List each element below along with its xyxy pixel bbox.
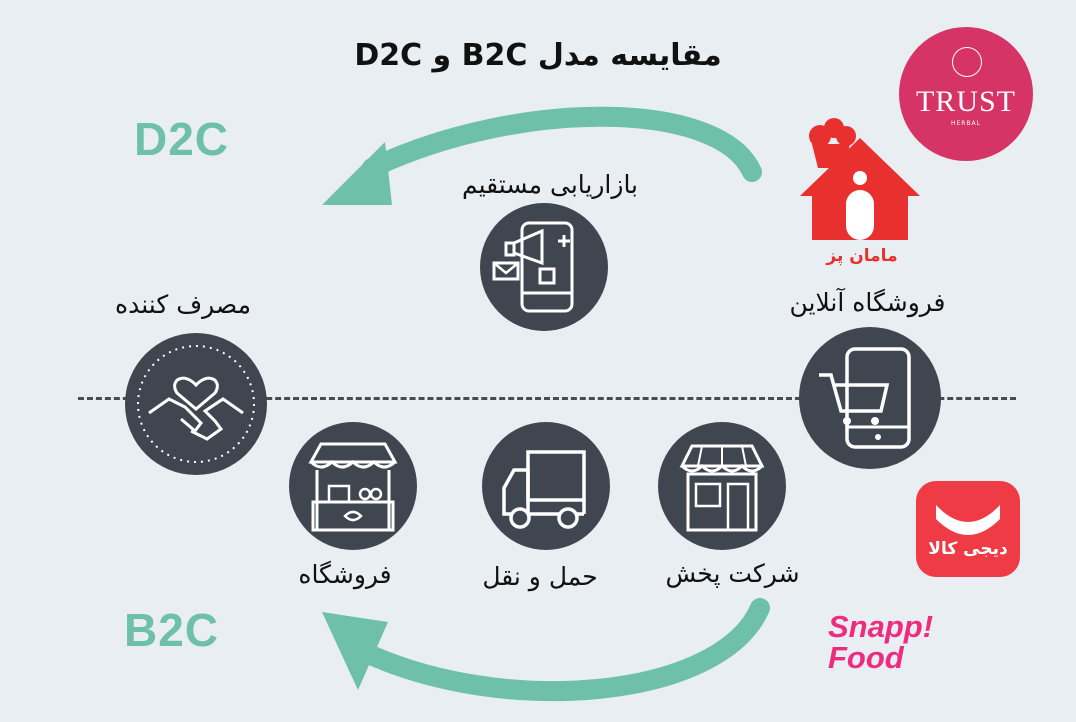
transport-node	[482, 422, 610, 550]
chef-house-icon	[800, 118, 920, 240]
trust-mark-icon	[952, 47, 982, 77]
megaphone-phone-icon	[492, 221, 574, 313]
distribution-label: شرکت پخش	[665, 559, 800, 588]
consumer-label: مصرف کننده	[115, 290, 251, 319]
snappfood-logo-line2: Food	[828, 640, 904, 675]
delivery-truck-icon	[502, 450, 586, 529]
d2c-arrow	[362, 106, 762, 182]
market-stall-icon	[308, 442, 398, 532]
direct-marketing-label: بازاریابی مستقیم	[461, 170, 639, 199]
digikala-logo: دیجی کالا	[916, 481, 1020, 577]
trust-logo: TRUST HERBAL	[899, 27, 1033, 161]
d2c-arrowhead	[322, 142, 392, 205]
distribution-node	[658, 422, 786, 550]
b2c-arrowhead	[322, 612, 388, 690]
online-store-label: فروشگاه آنلاین	[789, 288, 946, 317]
store-label: فروشگاه	[298, 560, 392, 589]
b2c-arrow	[350, 598, 770, 702]
shopping-cart-phone-icon	[819, 347, 911, 449]
divider-line	[78, 397, 1016, 400]
digikala-logo-text: دیجی کالا	[928, 539, 1008, 559]
snappfood-logo-line1: Snapp!	[828, 609, 934, 644]
digikala-smile-icon	[936, 505, 1000, 535]
snappfood-logo: Snapp! Food	[828, 611, 933, 673]
consumer-node	[125, 333, 267, 475]
d2c-label: D2C	[134, 113, 230, 165]
storefront-icon	[679, 444, 765, 532]
b2c-label: B2C	[124, 604, 220, 656]
store-node	[289, 422, 417, 550]
handshake-heart-icon	[137, 345, 255, 463]
trust-logo-subtext: HERBAL	[950, 120, 982, 127]
direct-marketing-node	[480, 203, 608, 331]
page-title: مقایسه مدل B2C و D2C	[354, 38, 722, 73]
trust-logo-text: TRUST	[915, 85, 1016, 118]
mamanpaz-logo-text: مامان پز	[826, 246, 898, 266]
transport-label: حمل و نقل	[482, 562, 598, 591]
online-store-node	[799, 327, 941, 469]
